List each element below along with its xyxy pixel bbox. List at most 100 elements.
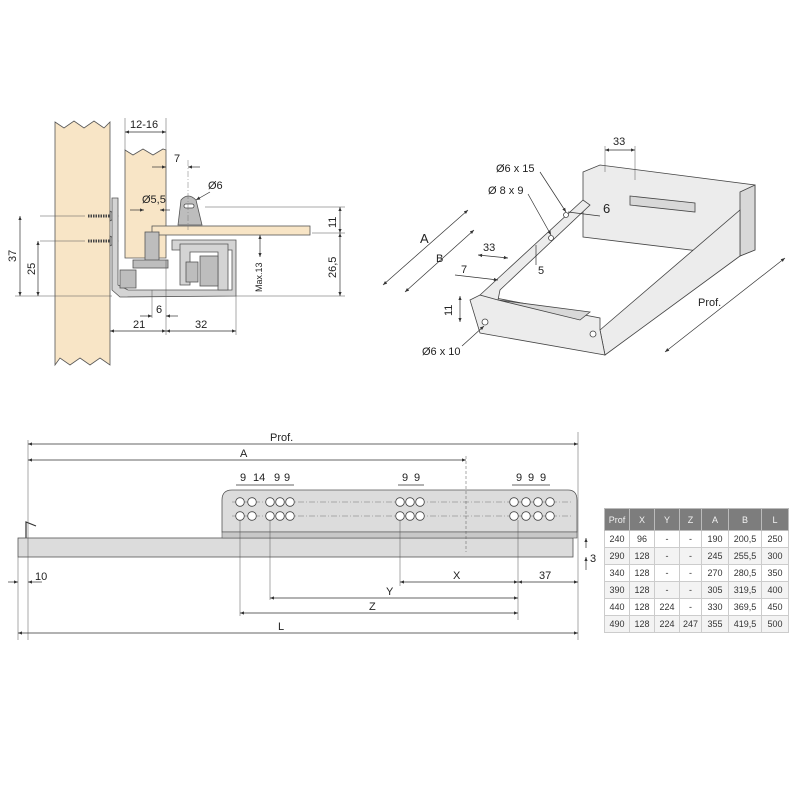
dim-label: 32: [195, 319, 207, 331]
mounting-hole: [415, 497, 425, 507]
table-cell: 128: [629, 564, 655, 582]
column-header: X: [629, 508, 655, 531]
mounting-hole: [415, 511, 425, 521]
column-header: Z: [678, 508, 703, 531]
table-cell: 270: [701, 564, 730, 582]
mounting-hole: [247, 511, 257, 521]
mounting-hole: [265, 511, 275, 521]
table-cell: -: [654, 581, 680, 599]
rail-bracket-front: [25, 521, 37, 540]
table-cell: 490: [604, 615, 630, 633]
table-cell: 128: [629, 547, 655, 565]
mounting-hole: [275, 497, 285, 507]
mounting-hole: [509, 511, 519, 521]
cabinet-wall-panel: [54, 120, 111, 367]
table-cell: 390: [604, 581, 630, 599]
dim-label: 3: [590, 553, 596, 565]
dim-label: Ø5,5: [142, 194, 166, 206]
dim-label: Ø6 x 10: [422, 346, 461, 358]
dim-label: 6: [603, 201, 610, 216]
dim-label: 14: [253, 472, 265, 484]
drawer-front-panel: [469, 294, 606, 356]
column-header: A: [701, 508, 730, 531]
table-cell: 200,5: [728, 530, 763, 548]
table-cell: -: [678, 530, 703, 548]
slide-rail-body: [17, 537, 574, 558]
dim-label: 7: [174, 153, 180, 165]
dim-label: A: [420, 231, 429, 246]
mounting-hole: [285, 511, 295, 521]
mounting-hole: [247, 497, 257, 507]
slide-rail-profile: [111, 197, 237, 298]
table-cell: 247: [678, 615, 703, 633]
drawer-left-side: [479, 199, 591, 301]
dim-label: 11: [443, 305, 455, 316]
table-cell: 96: [629, 530, 655, 548]
table-cell: 500: [761, 615, 790, 633]
dim-label: 12-16: [130, 119, 158, 131]
side-section-view: 12-16 7 Ø6 Ø5,5 37 25 11 26,5 Max.13 6 2…: [7, 118, 345, 367]
dim-label: 9: [540, 472, 546, 484]
dim-label: 26,5: [327, 257, 339, 278]
dim-label: Ø 8 x 9: [488, 185, 523, 197]
locking-clip: [144, 231, 160, 263]
table-cell: 355: [701, 615, 730, 633]
dim-label: 11: [327, 217, 339, 228]
mounting-plate: [221, 489, 578, 533]
dim-label: 9: [240, 472, 246, 484]
table-cell: -: [678, 598, 703, 616]
table-cell: 350: [761, 564, 790, 582]
dim-label: Ø6 x 15: [496, 163, 535, 175]
dim-label: 9: [516, 472, 522, 484]
dim-label: Y: [386, 586, 394, 598]
mounting-hole: [285, 497, 295, 507]
rear-pin-bracket: [177, 195, 203, 226]
dim-label: Prof.: [698, 297, 721, 309]
mounting-hole: [235, 497, 245, 507]
dim-label: 9: [528, 472, 534, 484]
table-cell: 369,5: [728, 598, 763, 616]
mounting-hole: [509, 497, 519, 507]
table-cell: 400: [761, 581, 790, 599]
column-header: Prof: [604, 508, 630, 531]
drawer-bottom-panel: [151, 225, 311, 236]
column-header: L: [761, 508, 790, 531]
table-cell: -: [654, 530, 680, 548]
dim-label: Max.13: [254, 262, 264, 292]
mounting-hole: [235, 511, 245, 521]
table-cell: 290: [604, 547, 630, 565]
table-cell: -: [654, 564, 680, 582]
table-cell: 440: [604, 598, 630, 616]
table-cell: 419,5: [728, 615, 763, 633]
dim-label: Prof.: [270, 432, 293, 444]
table-cell: 224: [654, 598, 680, 616]
table-cell: 300: [761, 547, 790, 565]
dim-label: 9: [284, 472, 290, 484]
mounting-hole: [395, 497, 405, 507]
mounting-hole: [521, 497, 531, 507]
dim-label: 33: [613, 136, 625, 148]
table-cell: 280,5: [728, 564, 763, 582]
table-cell: 340: [604, 564, 630, 582]
dim-label: 9: [414, 472, 420, 484]
dim-label: A: [240, 448, 248, 460]
mounting-hole: [275, 511, 285, 521]
isometric-drawer-view: 33 Ø6 x 15 Ø 8 x 9 6 A B 33 7 5 11 Ø6 x …: [382, 136, 786, 358]
mounting-hole: [405, 511, 415, 521]
table-cell: 255,5: [728, 547, 763, 565]
column-header: B: [728, 508, 763, 531]
dim-label: 9: [402, 472, 408, 484]
dim-label: Ø6: [208, 180, 223, 192]
mounting-hole: [533, 497, 543, 507]
table-cell: 128: [629, 615, 655, 633]
dim-label: Z: [369, 601, 376, 613]
mounting-holes: [235, 497, 555, 521]
table-cell: 245: [701, 547, 730, 565]
dim-label: 7: [461, 264, 467, 276]
mounting-hole: [545, 511, 555, 521]
